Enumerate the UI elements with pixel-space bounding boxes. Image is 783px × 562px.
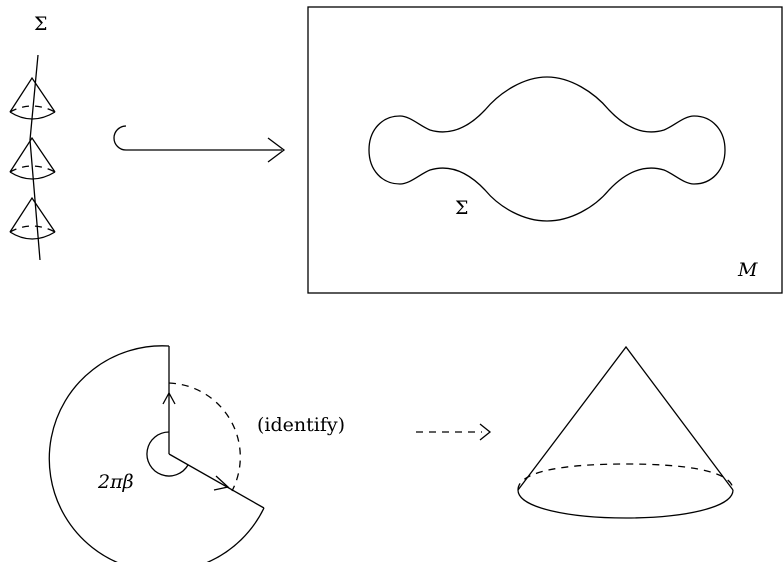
sigma-label-top: Σ — [34, 13, 47, 35]
edge-arrow-diag — [213, 475, 230, 491]
dashed-arrow — [416, 423, 492, 441]
identify-label: (identify) — [257, 414, 345, 436]
angle-arc — [146, 431, 189, 477]
cone-small-3 — [9, 196, 56, 240]
manifold-label: M — [737, 259, 758, 281]
angle-label: 2πβ — [97, 471, 134, 493]
cone-small-1 — [9, 76, 56, 120]
sigma-curve — [29, 54, 41, 261]
sigma-label-inner: Σ — [455, 197, 468, 219]
cone-small-2 — [9, 136, 56, 180]
sigma-submanifold — [368, 76, 726, 222]
edge-arrow-up — [162, 391, 176, 405]
manifold-box — [307, 6, 783, 294]
embedding-arrow — [113, 125, 286, 163]
cut-disk — [48, 345, 265, 562]
cone-large — [517, 345, 734, 519]
